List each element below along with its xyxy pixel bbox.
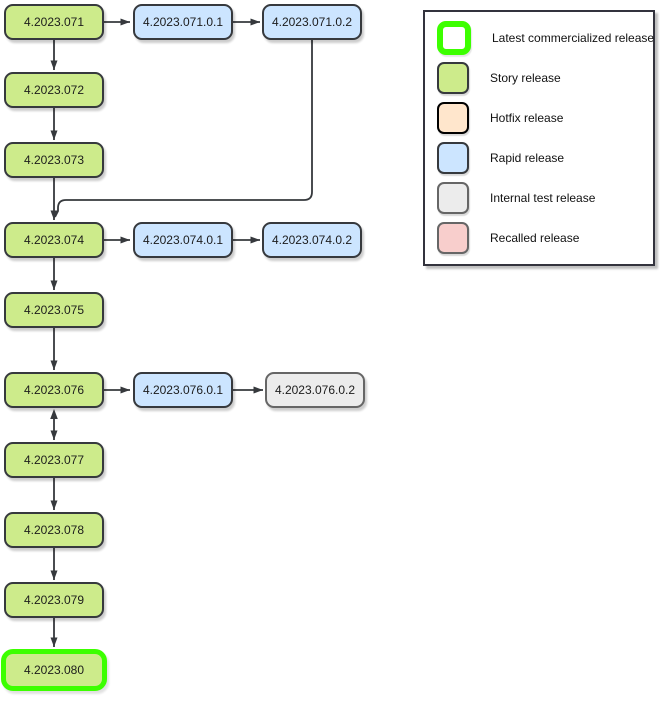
node-4-2023-073: 4.2023.073: [4, 142, 104, 178]
node-4-2023-077: 4.2023.077: [4, 442, 104, 478]
legend-label: Story release: [490, 71, 561, 85]
legend-item-story-release: Story release: [425, 58, 653, 98]
node-4-2023-071: 4.2023.071: [4, 4, 104, 40]
node-4-2023-076-0-1: 4.2023.076.0.1: [133, 372, 233, 408]
node-4-2023-074: 4.2023.074: [4, 222, 104, 258]
node-4-2023-080-latest: 4.2023.080: [1, 649, 107, 691]
node-4-2023-079: 4.2023.079: [4, 582, 104, 618]
rapid-release-swatch: [437, 142, 469, 174]
story-release-swatch: [437, 62, 469, 94]
legend-label: Hotfix release: [490, 111, 564, 125]
legend-item-latest-commercialized: Latest commercialized release: [425, 18, 655, 58]
hotfix-release-swatch: [437, 102, 469, 134]
node-4-2023-072: 4.2023.072: [4, 72, 104, 108]
node-4-2023-071-0-2: 4.2023.071.0.2: [262, 4, 362, 40]
legend-label: Internal test release: [490, 191, 596, 205]
internal-test-release-swatch: [437, 182, 469, 214]
node-4-2023-076-0-2: 4.2023.076.0.2: [265, 372, 365, 408]
node-4-2023-075: 4.2023.075: [4, 292, 104, 328]
node-4-2023-074-0-1: 4.2023.074.0.1: [133, 222, 233, 258]
legend-label: Latest commercialized release: [492, 31, 655, 45]
node-4-2023-076: 4.2023.076: [4, 372, 104, 408]
legend: Latest commercialized release Story rele…: [423, 10, 655, 266]
edge-071-0-2-to-074: [54, 40, 313, 218]
node-4-2023-074-0-2: 4.2023.074.0.2: [262, 222, 362, 258]
latest-commercialized-swatch: [437, 21, 471, 55]
node-4-2023-078: 4.2023.078: [4, 512, 104, 548]
legend-item-rapid-release: Rapid release: [425, 138, 653, 178]
recalled-release-swatch: [437, 222, 469, 254]
legend-item-hotfix-release: Hotfix release: [425, 98, 653, 138]
legend-label: Rapid release: [490, 151, 565, 165]
legend-label: Recalled release: [490, 231, 580, 245]
legend-item-recalled-release: Recalled release: [425, 218, 653, 258]
legend-item-internal-test-release: Internal test release: [425, 178, 653, 218]
node-4-2023-071-0-1: 4.2023.071.0.1: [133, 4, 233, 40]
edge-076-to-077-up-arrowhead: [50, 409, 58, 419]
